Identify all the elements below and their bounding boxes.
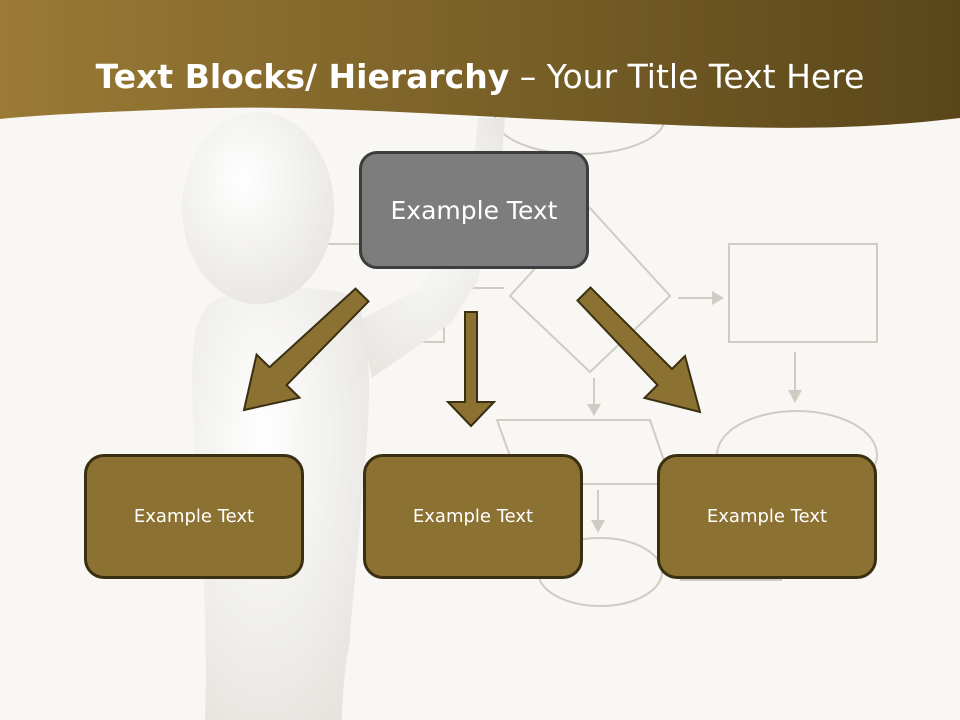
child-node-box-left: Example Text [84,454,304,579]
top-node-label: Example Text [390,195,558,225]
child-node-label: Example Text [706,506,828,527]
child-node-label: Example Text [133,506,255,527]
title-bold-text: Text Blocks/ Hierarchy [95,57,510,96]
child-node-box-center: Example Text [363,454,583,579]
child-node-box-right: Example Text [657,454,877,579]
title-banner [0,0,960,128]
page-title: Text Blocks/ Hierarchy – Your Title Text… [0,50,960,104]
child-node-label: Example Text [412,506,534,527]
top-node-box: Example Text [359,151,589,269]
title-regular-text: – Your Title Text Here [509,57,865,96]
